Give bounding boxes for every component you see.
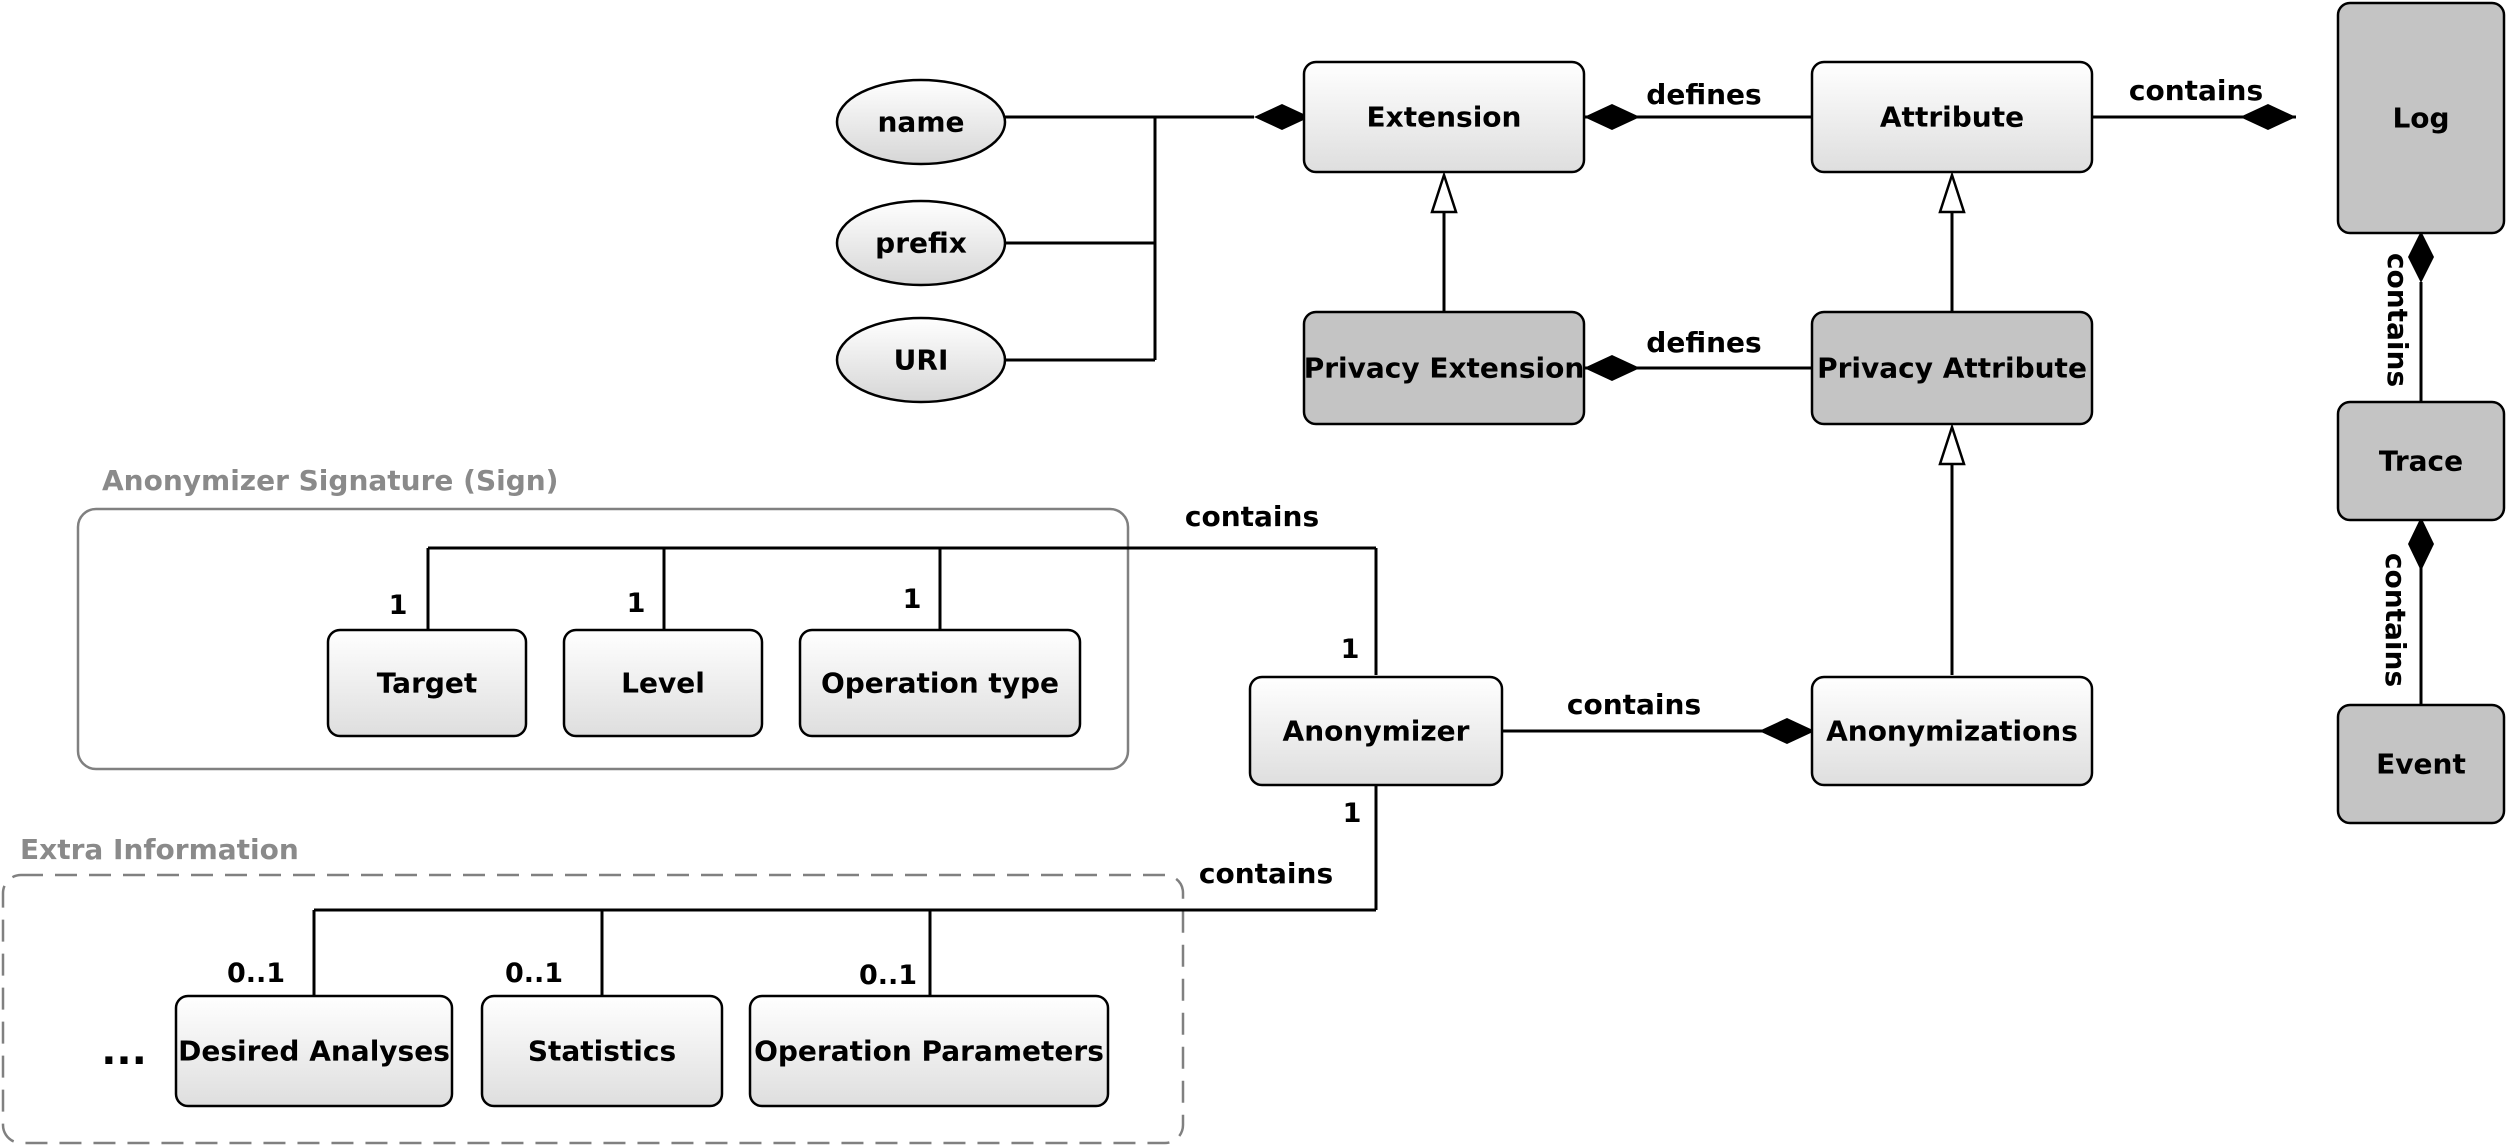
class-privacy-attribute: Privacy Attribute [1810,310,2094,426]
class-operation-type: Operation type [798,628,1082,738]
svg-text:URI: URI [894,344,949,377]
triangle-attribute [1938,170,1966,214]
ellipse-uri: URI [835,316,1007,404]
class-log: Log [2336,1,2506,235]
mult-anonymizer-top: 1 [1341,634,1360,665]
class-extension: Extension [1302,60,1586,174]
label-defines-1: defines [1646,78,1761,111]
signature-group [76,507,1130,771]
svg-text:Target: Target [377,667,478,700]
diamond-extension-attrs [1254,104,1310,130]
svg-text:Operation type: Operation type [821,667,1059,700]
svg-text:Privacy Extension: Privacy Extension [1304,352,1585,385]
class-anonymizer: Anonymizer [1248,675,1504,787]
diamond-privacy-extension-defines [1584,355,1640,381]
label-contains-attr-log: contains [2129,74,2263,107]
diamond-log-trace [2408,231,2434,283]
svg-text:Operation Parameters: Operation Parameters [754,1035,1104,1068]
triangle-privacy-attribute [1938,422,1966,466]
label-contains-trace-event: contains [2379,553,2412,687]
mult-desired-analyses: 0..1 [227,958,285,989]
extra-group [1,873,1185,1145]
svg-text:prefix: prefix [875,227,967,260]
ellipsis: ... [101,1028,147,1074]
ellipse-name: name [835,78,1007,166]
composition-diamonds [1254,104,2434,744]
mult-operation-parameters: 0..1 [859,960,917,991]
class-level: Level [562,628,764,738]
svg-text:Level: Level [621,667,705,700]
mult-level: 1 [627,588,646,619]
signature-group-label: Anonymizer Signature (Sign) [102,464,558,497]
connectors [312,115,2423,996]
svg-text:Attribute: Attribute [1880,101,2024,134]
class-attribute: Attribute [1810,60,2094,174]
triangle-extension [1430,170,1458,214]
extra-group-label: Extra Information [20,833,299,866]
label-contains-anon: contains [1567,688,1701,721]
svg-text:Log: Log [2392,102,2449,135]
mult-operation-type: 1 [903,584,922,615]
class-target: Target [326,628,528,738]
class-trace: Trace [2336,400,2506,522]
svg-text:Anonymizations: Anonymizations [1826,715,2078,748]
label-contains-log-trace: contains [2381,253,2414,387]
class-desired-analyses: Desired Analyses [174,994,454,1108]
label-defines-2: defines [1646,326,1761,359]
diamond-anonymizations [1759,718,1815,744]
svg-text:Extension: Extension [1367,101,1522,134]
svg-text:Privacy Attribute: Privacy Attribute [1817,352,2087,385]
ellipse-prefix: prefix [835,199,1007,287]
diamond-log-contains [2240,104,2296,130]
svg-text:Statistics: Statistics [528,1035,676,1068]
mult-anonymizer-bottom: 1 [1343,798,1362,829]
generalization-arrows [1430,170,1966,466]
mult-target: 1 [389,590,408,621]
mult-statistics: 0..1 [505,958,563,989]
label-contains-sign: contains [1185,500,1319,533]
class-privacy-extension: Privacy Extension [1302,310,1586,426]
svg-text:Event: Event [2376,748,2466,781]
class-event: Event [2336,703,2506,825]
svg-text:Desired Analyses: Desired Analyses [178,1035,450,1068]
diamond-extension-defines [1584,104,1640,130]
class-operation-parameters: Operation Parameters [748,994,1110,1108]
svg-text:name: name [878,106,965,139]
svg-text:Anonymizer: Anonymizer [1283,715,1470,748]
class-statistics: Statistics [480,994,724,1108]
svg-text:Trace: Trace [2379,445,2463,478]
diamond-trace-event [2408,517,2434,571]
label-contains-extra: contains [1199,857,1333,890]
class-anonymizations: Anonymizations [1810,675,2094,787]
